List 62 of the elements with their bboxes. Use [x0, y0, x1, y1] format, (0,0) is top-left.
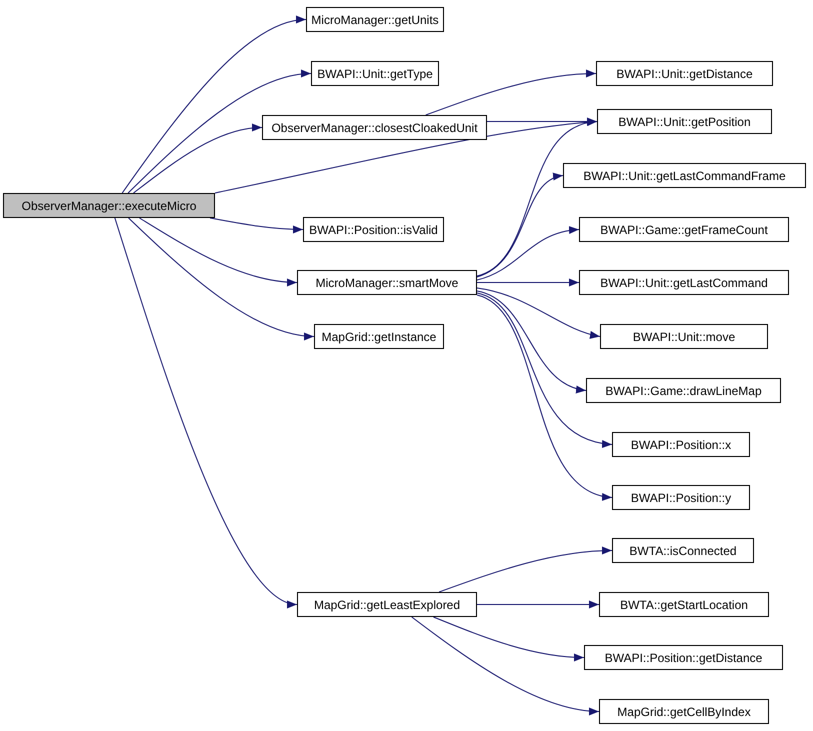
function-box [314, 324, 444, 349]
function-name: BWAPI::Unit::getDistance [616, 66, 753, 80]
function-box [612, 485, 750, 510]
function-name: MicroManager::getUnits [311, 12, 439, 26]
function-name: BWAPI::Unit::getLastCommandFrame [583, 168, 786, 182]
function-name: ObserverManager::closestCloakedUnit [271, 120, 478, 134]
function-box [584, 645, 783, 670]
function-name: BWTA::getStartLocation [620, 598, 748, 612]
call-arrow [411, 616, 600, 715]
call-arrow [128, 218, 314, 340]
call-arrow [476, 226, 580, 280]
function-box [597, 109, 772, 134]
function-name: BWAPI::Game::drawLineMap [605, 384, 762, 398]
function-box [311, 61, 439, 86]
function-name: BWAPI::Position::x [630, 438, 732, 452]
function-box [600, 324, 768, 349]
function-box [579, 217, 789, 242]
function-box [599, 592, 769, 617]
function-name: ObserverManager::executeMicro [22, 198, 196, 212]
function-name: MapGrid::getCellByIndex [617, 704, 751, 718]
function-name: BWAPI::Unit::getType [317, 66, 433, 80]
function-name: BWAPI::Unit::getPosition [618, 114, 751, 128]
call-arrow [476, 600, 600, 608]
call-arrow [476, 278, 580, 286]
call-arrow [432, 616, 584, 662]
function-box [563, 163, 806, 188]
function-box [596, 61, 773, 86]
call-arrow [133, 124, 262, 194]
function-box [612, 432, 750, 457]
call-arrow [139, 218, 298, 286]
function-box [297, 592, 477, 617]
function-box [599, 699, 769, 724]
function-box [579, 270, 789, 295]
function-box [306, 7, 444, 32]
function-name: BWAPI::Unit::move [632, 330, 736, 344]
function-box [262, 115, 487, 140]
call-arrow [476, 288, 600, 338]
call-arrow [476, 292, 612, 447]
function-box [297, 270, 477, 295]
function-name: BWAPI::Position::isValid [309, 222, 438, 236]
function-name: MicroManager::smartMove [316, 276, 458, 290]
call-arrow [210, 218, 304, 234]
function-name: MapGrid::getInstance [322, 330, 436, 344]
call-arrow [476, 174, 564, 278]
function-name: MapGrid::getLeastExplored [314, 598, 460, 612]
function-name: BWAPI::Game::getFrameCount [600, 222, 768, 236]
function-name: BWAPI::Position::y [630, 490, 732, 504]
call-arrow [476, 294, 612, 500]
function-box [303, 217, 444, 242]
function-box [612, 538, 754, 563]
function-name: BWAPI::Unit::getLastCommand [600, 276, 768, 290]
call-arrow [438, 546, 612, 592]
function-name: BWTA::isConnected [629, 544, 737, 558]
call-arrow [425, 70, 596, 116]
function-box [3, 193, 215, 218]
function-name: BWAPI::Position::getDistance [604, 650, 762, 664]
call-arrow [114, 218, 298, 606]
call-arrow [122, 16, 306, 194]
call-arrow [476, 120, 598, 276]
function-box [586, 378, 781, 403]
call-arrow [128, 70, 312, 194]
call-arrow [476, 290, 586, 392]
